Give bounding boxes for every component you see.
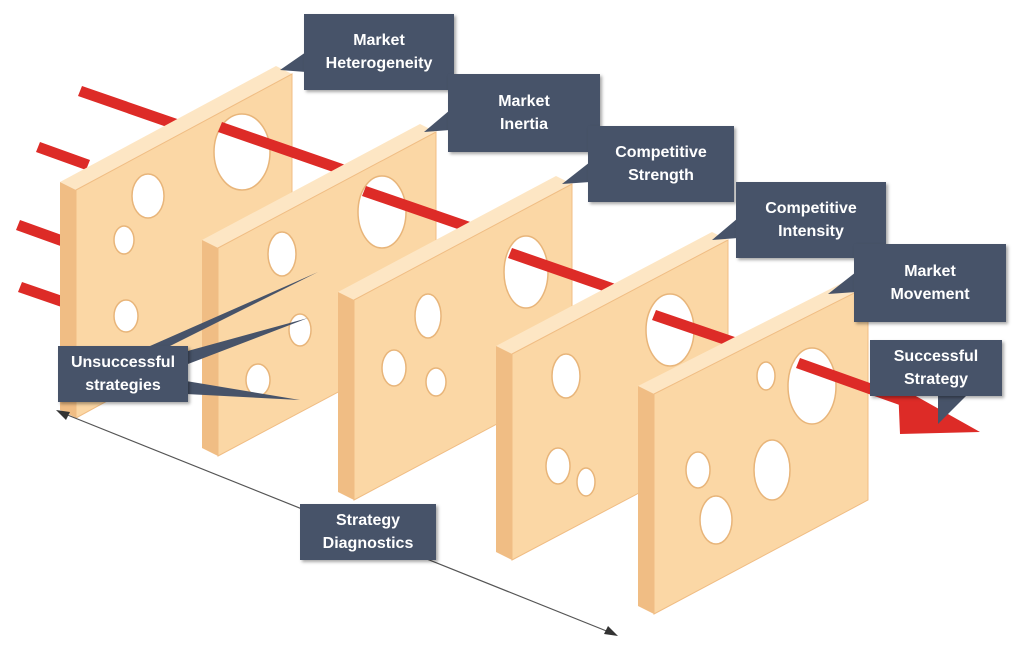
hole [551,353,581,399]
callout-pointers [150,52,968,424]
label-line: Market [904,263,956,280]
label-line: Diagnostics [322,535,414,552]
hole [545,447,571,485]
hole [357,175,407,249]
pointer-unsuccessful-2 [184,318,308,364]
slice-top [338,176,572,300]
slice-top [202,124,436,248]
pointer-heterogeneity [280,52,306,72]
hole [288,313,312,347]
label-successful-strategy: Successful Strategy [870,340,1002,396]
pointer-successful [938,394,968,424]
hole [503,235,549,309]
hole [113,225,135,255]
label-market-inertia: Market Inertia [448,74,600,152]
label-line: Market [353,32,405,49]
label-line: Intensity [778,223,844,240]
slice-side [338,292,354,500]
label-line: Competitive [615,144,707,161]
pointer-unsuccessful-1 [150,272,318,346]
hole [753,439,791,501]
label-line: Strategy [903,371,969,388]
hole [756,361,776,391]
slice-side [496,346,512,560]
cheese-slice-3 [338,176,573,501]
label-unsuccessful-strategies: Unsuccessful strategies [58,346,188,402]
slice-top [638,278,868,394]
hole [699,495,733,545]
slice-top [496,232,728,354]
label-competitive-strength: Competitive Strength [588,126,734,202]
hole [113,299,139,333]
cheese-slice-1 [60,66,293,419]
hole [245,363,271,397]
hole [131,173,165,219]
label-line: Competitive [765,200,857,217]
hole [267,231,297,277]
arrowhead-left [56,410,70,420]
hole [576,467,596,497]
label-line: Movement [890,286,970,303]
hole [425,367,447,397]
label-market-movement: Market Movement [854,244,1006,322]
pointer-movement [828,272,856,294]
label-line: Market [498,93,550,110]
pointer-inertia [424,110,450,132]
arrow-stub-2 [36,142,90,170]
hole [381,349,407,387]
slice-top [60,66,292,190]
arrowhead-right [604,626,618,636]
pointer-unsuccessful-3 [180,380,300,400]
hole [787,347,837,425]
slice-side [638,386,654,614]
hole [685,451,711,489]
label-market-heterogeneity: Market Heterogeneity [304,14,454,90]
label-line: strategies [85,377,161,394]
label-line: Inertia [499,116,548,133]
label-line: Successful [893,348,979,365]
arrow-1 [218,122,360,180]
pointer-intensity [712,218,738,240]
pointer-strength [562,162,590,184]
label-competitive-intensity: Competitive Intensity [736,182,886,258]
label-line: Strength [628,167,694,184]
hole [414,293,442,339]
label-strategy-diagnostics: Strategy Diagnostics [300,504,436,560]
arrow-stub-3 [16,220,70,248]
label-line: Heterogeneity [325,55,433,72]
label-line: Unsuccessful [70,354,176,371]
label-line: Strategy [335,512,401,529]
